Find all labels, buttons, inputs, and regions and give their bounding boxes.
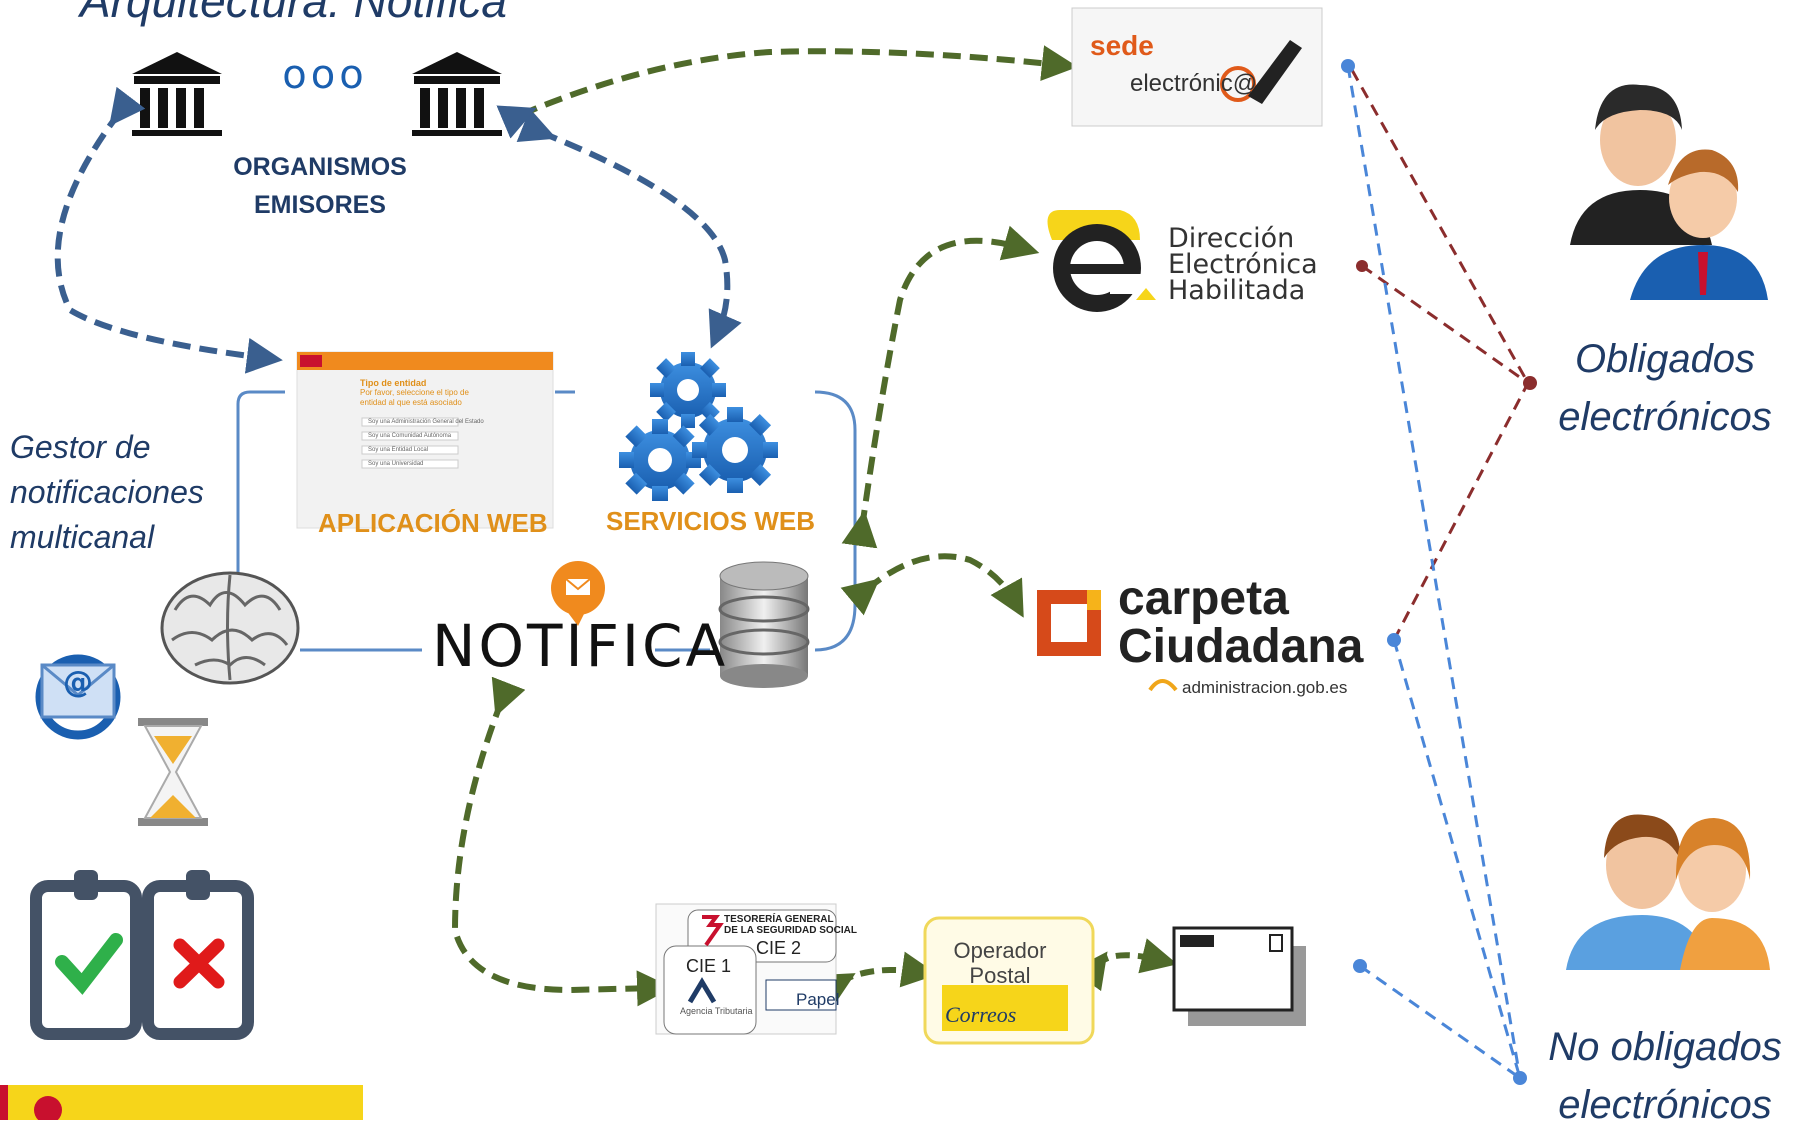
brain-icon [160, 571, 300, 685]
email-icon: @ [35, 654, 121, 740]
hourglass-icon [138, 718, 208, 826]
deh-node [1356, 260, 1368, 272]
no-obligados-links [1346, 65, 1522, 1080]
sede-text-2: electrónic@ [1130, 70, 1258, 97]
arrow-notifica-cie [451, 676, 673, 1007]
bank-icon [132, 52, 222, 136]
arrow-operador-envelope [1071, 938, 1178, 992]
clipboard-check-icon [30, 870, 142, 1040]
obligados-node [1523, 376, 1537, 390]
organismos-dots: ooo [282, 52, 367, 98]
sede-text: sede [1090, 30, 1154, 61]
aplicacion-web-label: APLICACIÓN WEB [318, 508, 548, 538]
deh-label: Dirección Electrónica Habilitada [1168, 223, 1318, 306]
arrow-organismos-aplicacion [54, 86, 283, 374]
no-obligados-node [1513, 1071, 1527, 1085]
operador-label: Operador Postal [953, 938, 1047, 988]
aeat-label: Agencia Tributaria [680, 1006, 753, 1016]
no-obligados-label: No obligados electrónicos [1548, 1025, 1782, 1127]
database-icon [718, 561, 810, 688]
papel-label: Papel [796, 990, 840, 1009]
obligados-links [1350, 69, 1530, 641]
envelope-node [1353, 959, 1367, 973]
diagram-title: Arquitectura: Notifica [80, 0, 507, 27]
arrow-db-carpeta [840, 553, 1024, 618]
screenshot-option: Soy una Comunidad Autónoma [368, 433, 452, 439]
cie-logo [655, 903, 837, 1035]
carpeta-label: carpeta Ciudadana [1118, 572, 1364, 673]
servicios-web-label: SERVICIOS WEB [606, 506, 816, 536]
screenshot-subtitle: Por favor, seleccione el tipo de entidad… [360, 388, 469, 407]
notifica-label: NOTIFICA [432, 612, 729, 680]
gear-icon [619, 352, 778, 501]
screenshot-title: Tipo de entidad [360, 378, 427, 388]
screenshot-option: Soy una Entidad Local [368, 447, 429, 453]
carpeta-node [1387, 633, 1401, 647]
carpeta-logo [1037, 590, 1178, 692]
notifica-badge-icon [551, 561, 605, 626]
spain-flag-logo [0, 1085, 363, 1120]
correos-label: Correos [945, 1002, 1017, 1027]
carpeta-sublabel: administracion.gob.es [1182, 678, 1348, 697]
clipboard-cross-icon [142, 870, 254, 1040]
arrow-organismos-servicios [516, 108, 742, 349]
cie2-label: CIE 2 [756, 938, 802, 958]
screenshot-option: Soy una Administración General del Estad… [368, 419, 484, 425]
deh-logo [1047, 210, 1156, 312]
cie-tgss-label: TESORERÍA GENERAL DE LA SEGURIDAD SOCIAL [724, 914, 857, 936]
cie1-label: CIE 1 [686, 956, 732, 976]
sede-logo [1071, 7, 1323, 127]
bank-icon [412, 52, 502, 136]
screenshot-option: Soy una Universidad [368, 461, 424, 467]
people-icon [1570, 84, 1768, 300]
envelope-icon [1172, 926, 1306, 1026]
svg-text:@: @ [63, 665, 93, 700]
arrow-cie-operador [815, 951, 938, 1007]
obligados-label: Obligados electrónicos [1558, 337, 1772, 439]
arrow-servicios-deh [841, 225, 1040, 549]
gestor-label: Gestor de notificaciones multicanal [10, 429, 204, 555]
people-icon [1566, 814, 1770, 970]
aplicacion-web-screenshot [296, 351, 554, 529]
organismos-label: ORGANISMOS EMISORES [233, 153, 407, 219]
arrow-organismos-sede [496, 45, 1078, 139]
sede-node [1341, 59, 1355, 73]
correos-logo [923, 916, 1095, 1045]
